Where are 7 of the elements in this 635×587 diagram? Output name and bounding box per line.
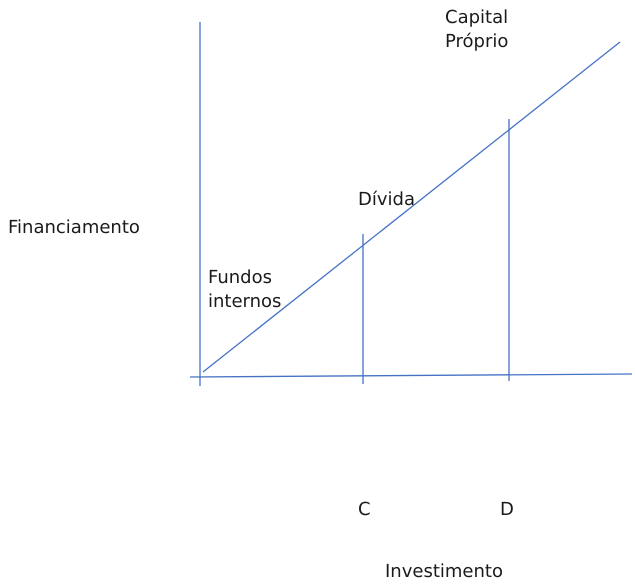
axis-label: Investimento <box>385 560 503 584</box>
axis-label: Financiamento <box>8 216 140 240</box>
region-label: Fundos internos <box>208 266 282 314</box>
point-label: C <box>358 498 371 522</box>
region-label: Dívida <box>358 188 415 212</box>
region-label: Capital Próprio <box>445 6 510 54</box>
point-label: D <box>500 498 514 522</box>
